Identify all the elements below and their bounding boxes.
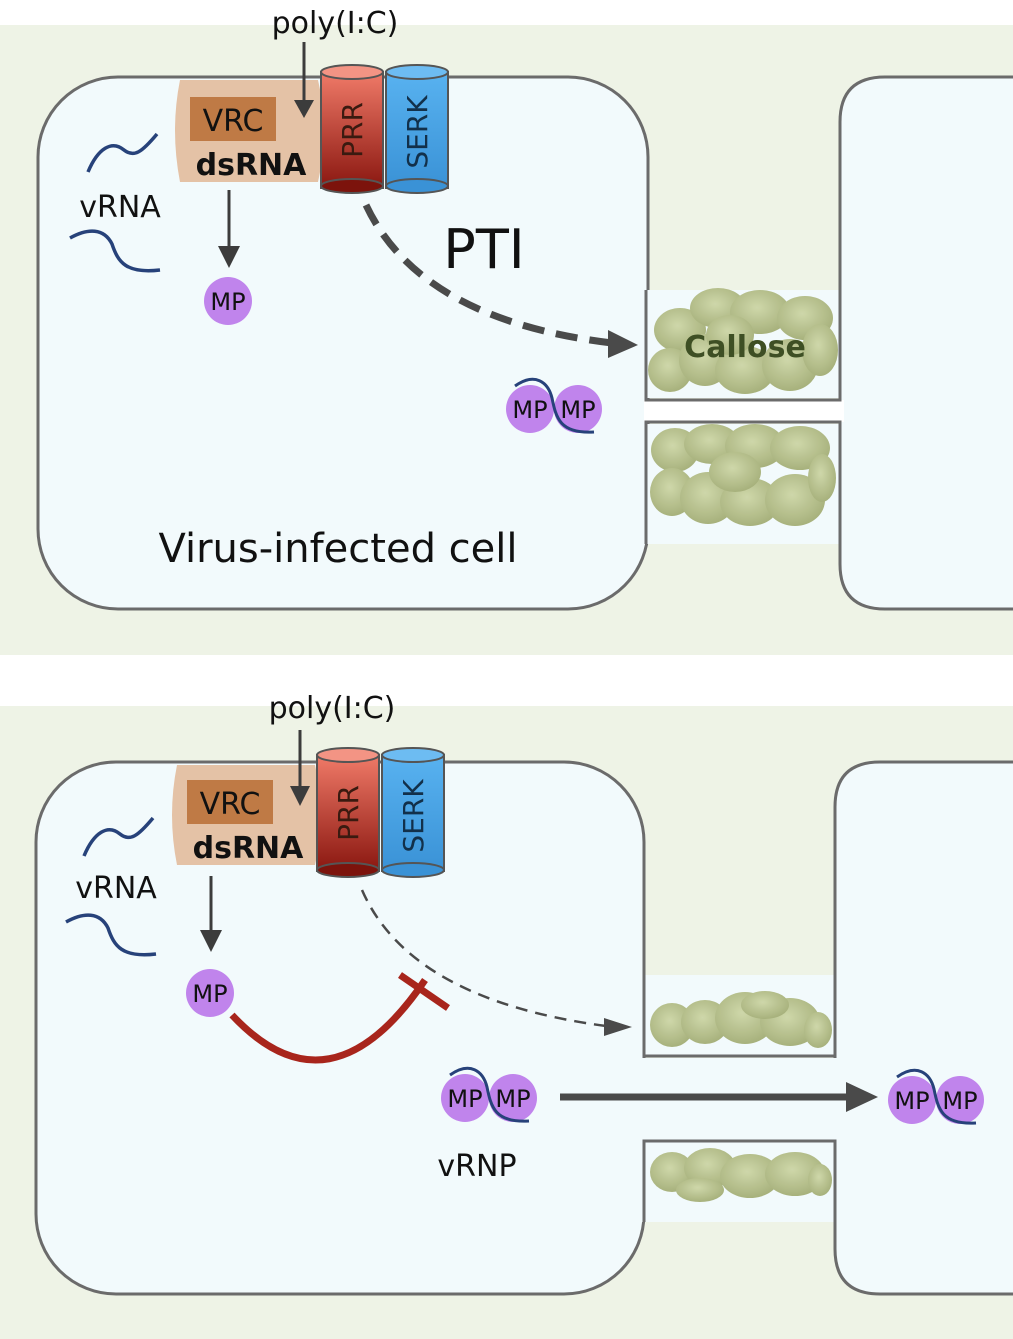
callose-deposit-bottom-reduced [650,1148,832,1202]
pti-arrow [362,203,613,347]
vrnp-mp-label-2-neighbor: MP [942,1087,977,1115]
mp-inhibition-bar [398,972,450,1011]
callose-deposit-top [648,288,838,394]
dsrna-label-bottom: dsRNA [193,831,305,866]
vrnp-mp-label-1-bottom: MP [447,1085,482,1113]
cell-label: Virus-infected cell [158,526,517,572]
weak-pti-arrow-head [604,1018,632,1036]
mp-label-bottom: MP [192,980,227,1008]
vrnp-complex-bottom: MP MP [441,1066,537,1123]
vrc-box [190,97,276,141]
vrnp-complex: MP MP [506,377,602,434]
panel-top: Callose VRC dsRNA poly(I:C) PRR SERK vRN… [0,6,1013,655]
pti-label: PTI [443,218,524,281]
poly-ic-arrow-head-bottom [290,786,310,806]
vrna-strand-1-bottom [82,816,155,857]
vrc-to-mp-arrow-head-bottom [200,930,222,952]
weak-pti-arrow [360,889,607,1028]
prr-label-bottom: PRR [332,785,365,841]
serk-receptor-bottom: SERK [381,747,445,878]
vrnp-complex-neighbor: MP MP [888,1068,984,1125]
pti-arrow-head [608,330,638,358]
vrna-strand-2 [69,229,161,273]
poly-ic-arrow-head [294,100,314,118]
vrnp-label: vRNP [437,1149,516,1184]
serk-label-bottom: SERK [397,779,430,853]
dsrna-label: dsRNA [196,148,308,183]
callose-deposit-top-reduced [650,991,832,1048]
mp-inhibition-arc [229,978,428,1064]
vrna-label-bottom: vRNA [75,871,157,906]
neighbor-cell-bottom [833,760,1013,1296]
vrc-to-mp-arrow-head [218,246,240,268]
vrnp-mp-label-2-bottom: MP [495,1085,530,1113]
prr-receptor-bottom: PRR [316,747,380,878]
callose-deposit-bottom [650,424,836,526]
vrc-label: VRC [203,104,264,139]
prr-label: PRR [336,102,369,158]
neighbor-cell [838,75,1013,611]
vrnp-mp-label-1-neighbor: MP [894,1087,929,1115]
poly-ic-label-bottom: poly(I:C) [269,691,396,726]
movement-arrow-head [846,1082,878,1112]
vrna-label: vRNA [79,190,161,225]
mp-protein-bottom [186,969,234,1017]
callose-label: Callose [684,330,806,365]
vrnp-mp-label-2: MP [560,396,595,424]
poly-ic-label: poly(I:C) [272,6,399,41]
vrc-box-bottom [187,780,273,824]
panel-bottom: VRC dsRNA poly(I:C) PRR SERK vRNA MP [0,691,1013,1339]
mp-protein [204,277,252,325]
serk-receptor: SERK [385,64,449,194]
vrna-strand-1 [86,132,159,173]
vrc-label-bottom: VRC [200,787,261,822]
plasmodesma-channel [644,400,844,422]
vrnp-mp-label-1: MP [512,396,547,424]
serk-label: SERK [401,95,434,169]
mp-label: MP [210,288,245,316]
prr-receptor: PRR [320,64,384,194]
vrna-strand-2-bottom [65,913,157,957]
